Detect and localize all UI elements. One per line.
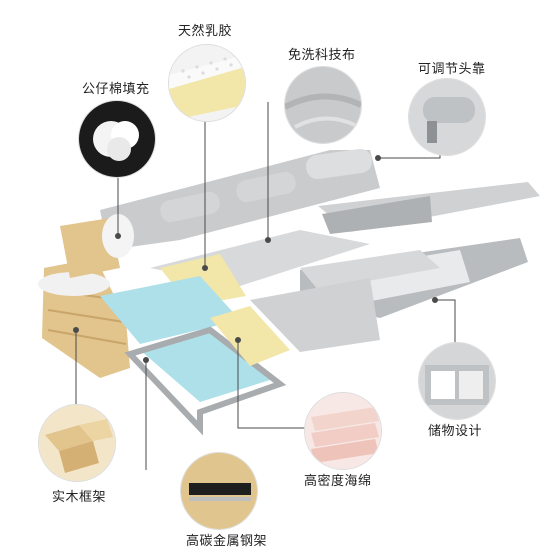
seat-mid-latex — [210, 306, 290, 366]
label-cotton-fill: 公仔棉填充 — [82, 82, 150, 97]
latex-foam-icon — [168, 44, 246, 122]
headrest-icon — [408, 78, 486, 156]
storage-box-icon — [418, 342, 496, 420]
left-arm-cushion — [38, 272, 110, 296]
wood-planks-icon — [38, 404, 116, 482]
storage-compartment-2 — [300, 250, 440, 290]
steel-frame-icon — [180, 452, 258, 530]
storage-lid — [322, 196, 432, 234]
seat-right — [250, 278, 380, 352]
drawer-right-frame — [124, 326, 287, 436]
label-high-density-foam: 高密度海绵 — [304, 474, 372, 489]
fabric-swatch-icon — [284, 66, 362, 144]
label-latex: 天然乳胶 — [178, 24, 233, 39]
label-carbon-steel-frame: 高碳金属钢架 — [186, 534, 268, 549]
storage-compartment — [340, 250, 470, 304]
drawer-left-foam — [100, 276, 240, 344]
label-solid-wood-frame: 实木框架 — [52, 490, 107, 505]
label-storage: 储物设计 — [428, 424, 483, 439]
label-wash-free-fabric: 免洗科技布 — [288, 48, 356, 63]
headrest-3 — [306, 148, 372, 180]
label-adjustable-headrest: 可调节头靠 — [418, 62, 486, 77]
foam-layers-icon — [304, 392, 382, 470]
headrest-2 — [236, 171, 296, 203]
cotton-ball-icon — [78, 100, 156, 178]
